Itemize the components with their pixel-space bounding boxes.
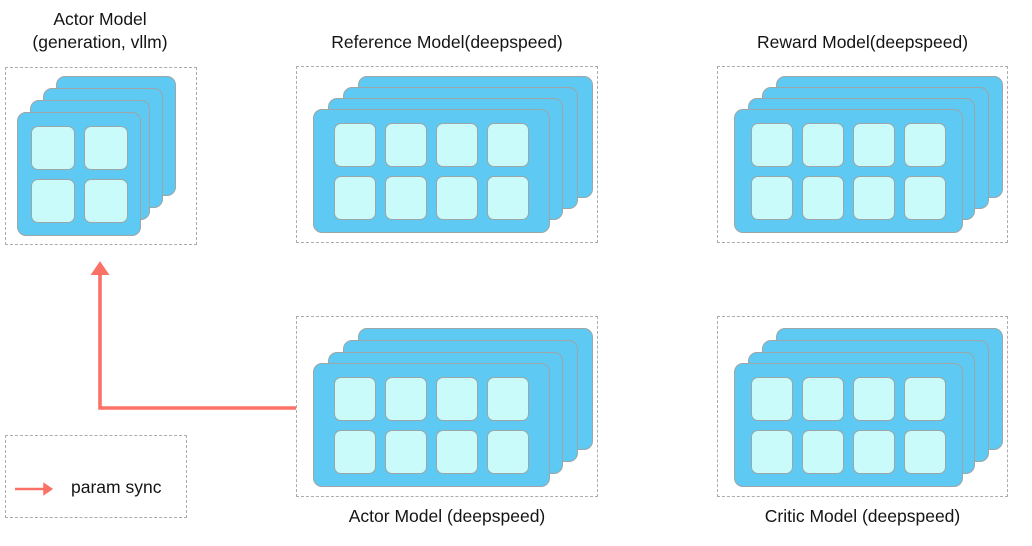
param-sync-connector <box>90 261 296 410</box>
card-cell <box>802 175 844 220</box>
card-cell <box>487 429 529 474</box>
card-cell <box>802 429 844 474</box>
card-cell <box>436 429 478 474</box>
card-front <box>313 109 550 233</box>
card-front <box>734 109 963 233</box>
node-label-actor-vllm: Actor Model (generation, vllm) <box>32 9 168 53</box>
card-cell <box>385 429 427 474</box>
card-front <box>17 112 141 236</box>
param-sync-arrow-icon <box>15 481 54 496</box>
node-group-reward[interactable] <box>717 66 1008 243</box>
card-cell <box>334 175 376 220</box>
card-cell <box>334 376 376 421</box>
node-label-critic: Critic Model (deepspeed) <box>764 506 961 526</box>
card-cell <box>83 178 128 223</box>
card-cell <box>487 122 529 167</box>
card-cell <box>436 122 478 167</box>
card-cell <box>904 376 946 421</box>
card-cell <box>802 376 844 421</box>
card-cell <box>436 376 478 421</box>
card-cell <box>83 125 128 170</box>
card-cell <box>30 125 75 170</box>
legend-label: param sync <box>71 477 162 497</box>
card-cell <box>385 122 427 167</box>
node-group-actor-vllm[interactable] <box>5 67 197 245</box>
legend-box <box>5 435 187 518</box>
card-cell <box>853 429 895 474</box>
card-cell <box>385 175 427 220</box>
node-label-reward: Reward Model(deepspeed) <box>756 32 969 52</box>
legend: param sync <box>14 477 162 499</box>
card-cell <box>334 429 376 474</box>
card-cell <box>751 175 793 220</box>
node-label-reference: Reference Model(deepspeed) <box>331 32 563 52</box>
card-cell <box>904 175 946 220</box>
card-cell <box>334 122 376 167</box>
node-group-critic[interactable] <box>717 316 1008 497</box>
card-cell <box>904 122 946 167</box>
node-group-actor-deepspeed[interactable] <box>296 316 598 497</box>
card-cell <box>853 122 895 167</box>
card-front <box>734 363 963 487</box>
card-cell <box>751 122 793 167</box>
card-cell <box>853 175 895 220</box>
card-cell <box>487 376 529 421</box>
card-cell <box>436 175 478 220</box>
card-cell <box>487 175 529 220</box>
node-group-reference[interactable] <box>296 66 598 243</box>
card-cell <box>904 429 946 474</box>
card-cell <box>853 376 895 421</box>
card-cell <box>751 376 793 421</box>
card-cell <box>751 429 793 474</box>
card-cell <box>802 122 844 167</box>
card-front <box>313 363 550 487</box>
card-cell <box>385 376 427 421</box>
node-label-actor-deepspeed: Actor Model (deepspeed) <box>348 506 546 526</box>
card-cell <box>30 178 75 223</box>
